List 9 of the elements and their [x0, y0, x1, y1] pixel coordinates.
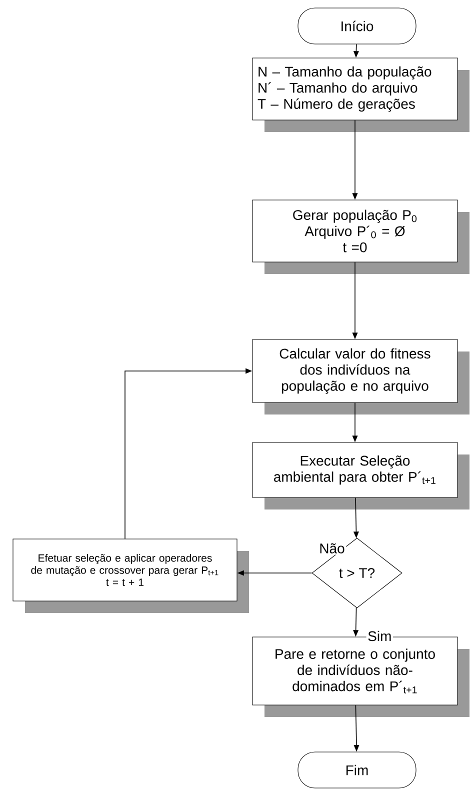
- edge-label: Sim: [366, 630, 394, 642]
- process-box: Executar Seleção ambiental para obter P´$_{t+1}$: [252, 442, 470, 510]
- process-box: N – Tamanho da população N´ – Tamanho do arquivo T – Número de gerações: [252, 58, 470, 132]
- terminator-box: Fim: [298, 752, 416, 788]
- terminator-box: Início: [298, 8, 416, 44]
- process-box: Efetuar seleção e aplicar operadores de mutação e crossover para gerar P$_{t+1}$ t = t + 1: [12, 538, 249, 613]
- process-box: Calcular valor do fitness dos indivíduos na população e no arquivo: [252, 339, 470, 414]
- process-box: Gerar população P$_{0}$ Arquivo P´$_{0}$ = Ø t =0: [252, 200, 470, 274]
- edge-label: Não: [318, 542, 346, 555]
